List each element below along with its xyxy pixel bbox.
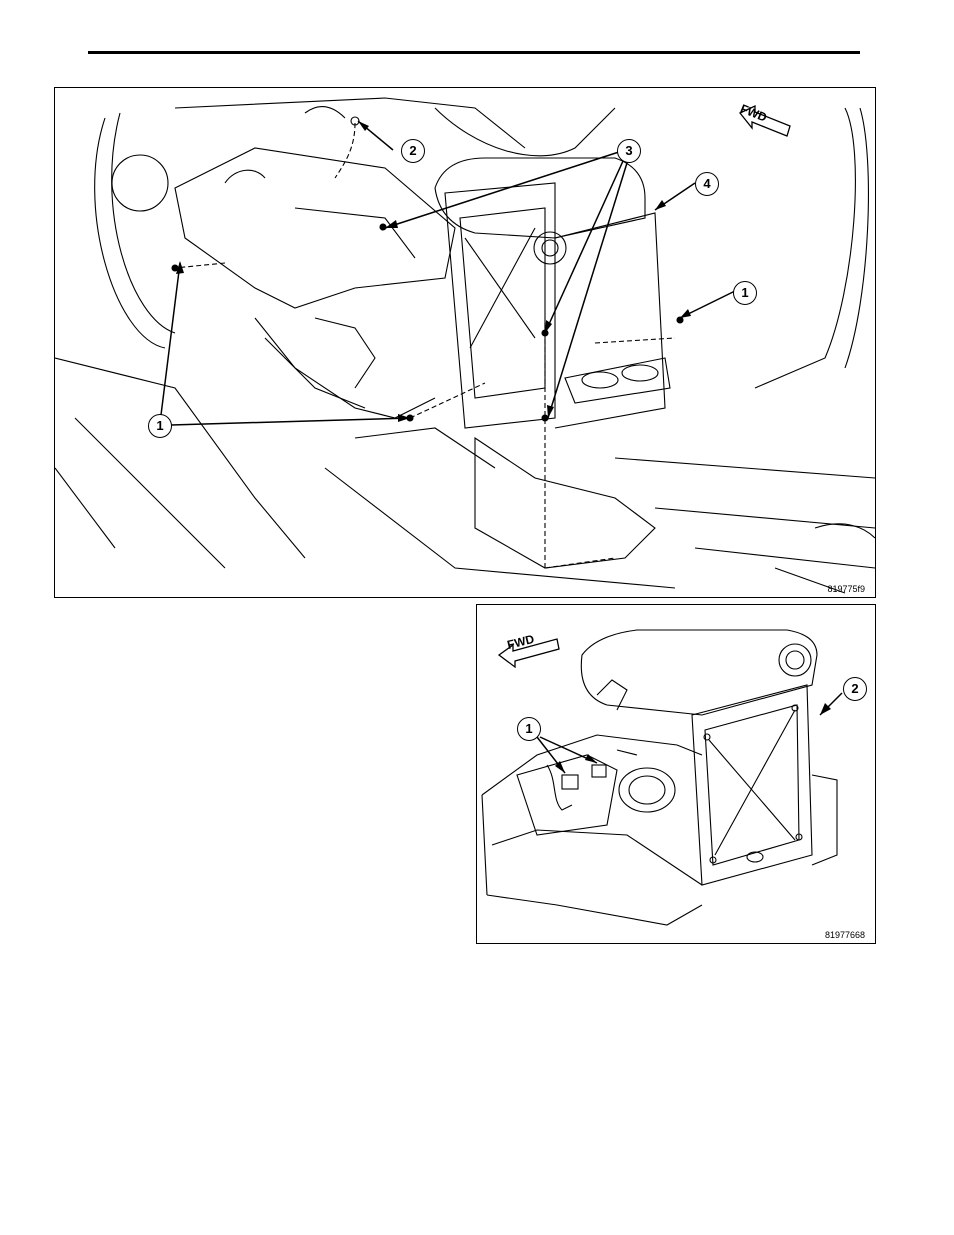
armrest bbox=[581, 630, 817, 715]
callout-1: 1 bbox=[517, 717, 541, 741]
steering-wheel bbox=[95, 118, 165, 348]
figure-id: 81977668 bbox=[825, 930, 865, 940]
console-bracket bbox=[175, 148, 455, 308]
callout-1-right: 1 bbox=[733, 281, 757, 305]
callout-2: 2 bbox=[843, 677, 867, 701]
armrest bbox=[435, 158, 645, 238]
console-installed-illustration bbox=[477, 605, 875, 943]
console-side-panel bbox=[445, 183, 555, 428]
figure-console-installed: FWD 1 2 81977668 bbox=[476, 604, 876, 944]
cupholder bbox=[619, 768, 675, 812]
figure-id: 819775f9 bbox=[827, 584, 865, 594]
callout-4: 4 bbox=[695, 172, 719, 196]
figure-console-removal: FWD 1 2 3 4 1 819775f9 bbox=[54, 87, 876, 598]
callout-2: 2 bbox=[401, 139, 425, 163]
callout-3: 3 bbox=[617, 139, 641, 163]
console-illustration bbox=[55, 88, 875, 597]
header-rule bbox=[88, 51, 860, 54]
console-side-panel bbox=[692, 685, 812, 885]
wire-harness bbox=[547, 765, 572, 810]
callout-1-left: 1 bbox=[148, 414, 172, 438]
